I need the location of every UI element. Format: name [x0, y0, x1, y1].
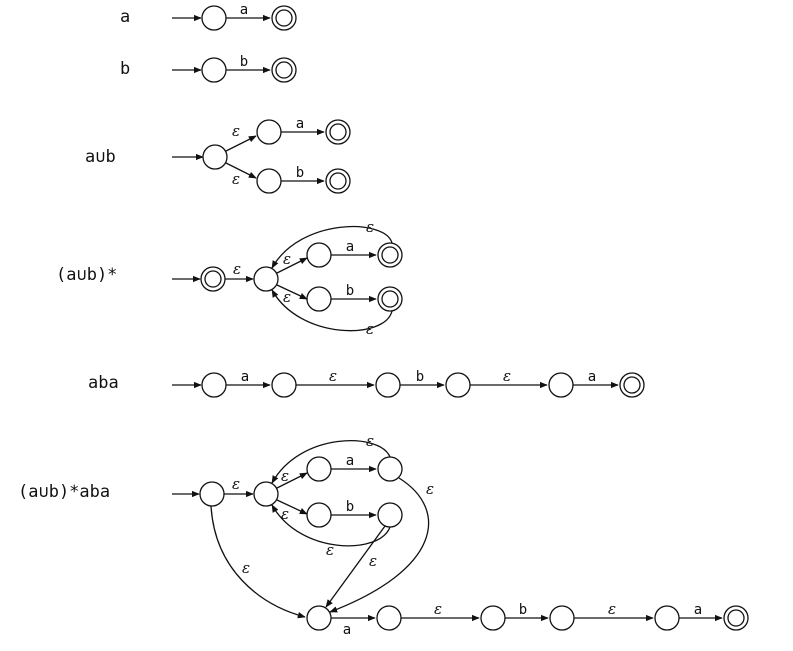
state: [271, 372, 297, 398]
epsilon-edge: [325, 525, 386, 608]
row-label-a: a: [120, 7, 130, 27]
epsilon-label: ε: [329, 367, 337, 385]
state: [377, 502, 403, 528]
epsilon-loop-edge: [271, 226, 393, 269]
nfa-aba: a ε b ε a: [172, 367, 645, 398]
epsilon-label: ε: [503, 367, 511, 385]
edge-label-a: a: [346, 453, 354, 469]
state: [306, 456, 332, 482]
epsilon-edge: [276, 257, 308, 274]
epsilon-label: ε: [608, 600, 616, 618]
nfa-star: ε ε ε a b ε ε: [172, 218, 403, 338]
epsilon-label: ε: [426, 480, 434, 498]
epsilon-edge: [225, 162, 257, 179]
nfa-union: ε ε a b: [172, 116, 351, 194]
epsilon-label: ε: [232, 170, 240, 188]
state: [202, 144, 228, 170]
state: [201, 57, 227, 83]
epsilon-label: ε: [281, 467, 289, 485]
nfa-b: b: [172, 54, 297, 83]
epsilon-label: ε: [366, 218, 374, 236]
state: [201, 372, 227, 398]
epsilon-label: ε: [242, 559, 250, 577]
epsilon-edge: [276, 499, 308, 515]
epsilon-label: ε: [283, 250, 291, 268]
epsilon-label: ε: [326, 541, 334, 559]
epsilon-label: ε: [281, 505, 289, 523]
edge-label-b: b: [296, 165, 304, 181]
state: [306, 242, 332, 268]
row-label-aba: aba: [88, 373, 119, 393]
edge-label-a: a: [240, 2, 248, 18]
state: [480, 605, 506, 631]
state: [256, 119, 282, 145]
epsilon-edge: [329, 477, 430, 613]
state: [375, 372, 401, 398]
state: [253, 481, 279, 507]
state: [306, 502, 332, 528]
epsilon-label: ε: [232, 122, 240, 140]
row-label-union: a∪b: [85, 147, 116, 167]
edge-label-b: b: [346, 499, 354, 515]
epsilon-edge: [276, 284, 308, 300]
accept-state-inner: [381, 246, 399, 264]
edge-label-a: a: [343, 622, 351, 638]
epsilon-edge: [276, 472, 308, 489]
edge-label-a: a: [296, 116, 304, 132]
row-label-b: b: [120, 59, 130, 79]
accept-state-inner: [727, 609, 745, 627]
edge-label-a: a: [346, 239, 354, 255]
nfa-a: a: [172, 2, 297, 31]
accept-state-inner: [275, 9, 293, 27]
epsilon-label: ε: [366, 432, 374, 450]
epsilon-loop-edge: [271, 440, 391, 484]
state: [306, 605, 332, 631]
state: [548, 372, 574, 398]
epsilon-label: ε: [434, 600, 442, 618]
edge-label-a: a: [241, 369, 249, 385]
row-label-star: (a∪b)*: [56, 265, 117, 285]
epsilon-label: ε: [283, 288, 291, 306]
row-label-full: (a∪b)*aba: [18, 482, 110, 502]
state: [256, 168, 282, 194]
state: [201, 5, 227, 31]
edge-label-b: b: [346, 283, 354, 299]
state: [306, 286, 332, 312]
accept-state-inner: [623, 376, 641, 394]
epsilon-label: ε: [233, 260, 241, 278]
edge-label-b: b: [240, 54, 248, 70]
state: [253, 266, 279, 292]
edge-label-b: b: [519, 602, 527, 618]
state: [377, 456, 403, 482]
epsilon-edge: [225, 135, 257, 152]
accept-state-inner: [275, 61, 293, 79]
state: [549, 605, 575, 631]
epsilon-bypass-edge: [210, 505, 306, 619]
epsilon-label: ε: [369, 552, 377, 570]
state: [654, 605, 680, 631]
epsilon-loop-edge: [271, 504, 391, 547]
epsilon-label: ε: [366, 320, 374, 338]
accept-state-inner: [329, 123, 347, 141]
edge-label-a: a: [694, 602, 702, 618]
edge-label-a: a: [588, 369, 596, 385]
state: [445, 372, 471, 398]
state: [376, 605, 402, 631]
edge-label-b: b: [416, 369, 424, 385]
epsilon-loop-edge: [271, 289, 393, 332]
state: [199, 481, 225, 507]
accept-state-inner: [381, 290, 399, 308]
accept-state-inner: [204, 270, 222, 288]
accept-state-inner: [329, 172, 347, 190]
epsilon-label: ε: [232, 475, 240, 493]
nfa-full: ε ε ε a b ε ε ε ε ε a ε b: [172, 432, 749, 638]
